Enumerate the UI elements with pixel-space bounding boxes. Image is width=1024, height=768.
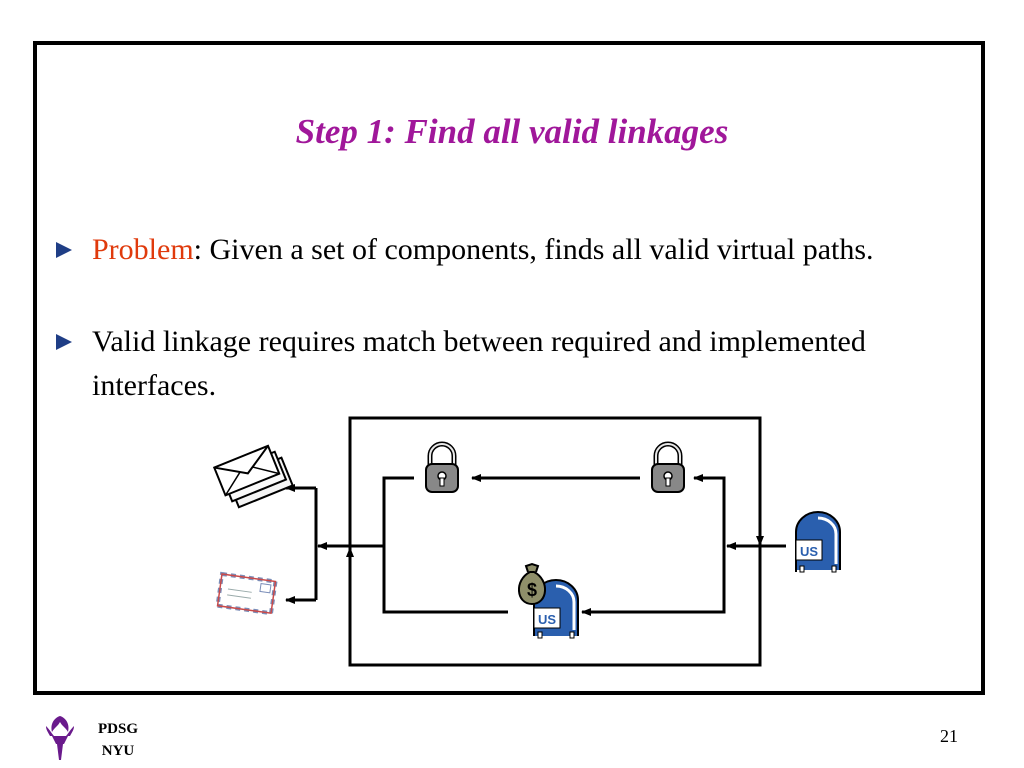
problem-text: : Given a set of components, finds all v… bbox=[193, 233, 874, 266]
nyu-torch-logo-icon bbox=[46, 716, 74, 760]
footer-line-1: PDSG bbox=[97, 721, 138, 737]
problem-keyword: Problem bbox=[92, 233, 194, 266]
mailbox-label: US bbox=[800, 544, 818, 559]
mailbox-label: US bbox=[538, 612, 556, 627]
bullet-arrow-icon bbox=[56, 334, 72, 350]
link-input-to-top bbox=[693, 474, 726, 546]
bullet-arrow-icon bbox=[56, 242, 72, 258]
slide-title: Step 1: Find all valid linkages bbox=[295, 112, 729, 151]
us-mailbox-icon: US bbox=[795, 511, 841, 573]
airmail-envelope-icon bbox=[215, 571, 278, 616]
bullet-valid-linkage: Valid linkage requires match between req… bbox=[56, 320, 982, 408]
money-symbol: $ bbox=[527, 580, 537, 600]
padlock-icon bbox=[651, 441, 685, 493]
slide-frame bbox=[33, 41, 985, 695]
bullet-problem: Problem: Given a set of components, find… bbox=[56, 228, 982, 272]
link-lock1-to-junction bbox=[382, 476, 414, 546]
footer-line-2: NYU bbox=[101, 743, 135, 759]
money-bag-icon: $ bbox=[518, 562, 546, 606]
footer-org: PDSG NYU bbox=[88, 718, 148, 762]
padlock-icon bbox=[425, 441, 459, 493]
link-bottom-to-junction bbox=[382, 546, 508, 614]
page-number: 21 bbox=[940, 726, 958, 746]
link-input-to-bottom bbox=[581, 546, 726, 616]
valid-linkage-text: Valid linkage requires match between req… bbox=[92, 325, 866, 402]
envelope-stack-icon bbox=[212, 444, 294, 509]
